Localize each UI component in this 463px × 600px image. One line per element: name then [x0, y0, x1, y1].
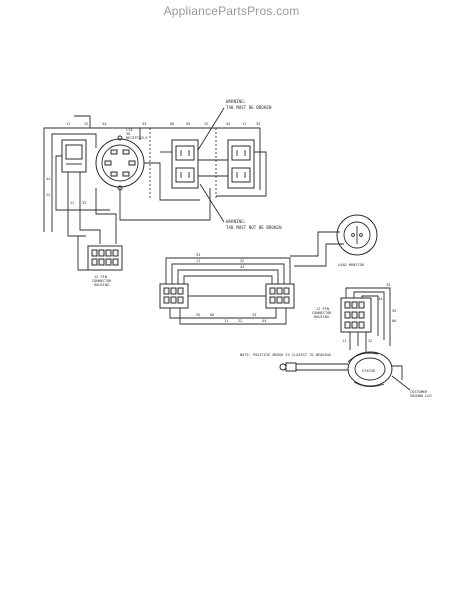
wire-label: 22	[204, 122, 208, 126]
connector-housing-left-label-3: HOUSING	[94, 283, 109, 287]
wire-label: 33	[142, 122, 146, 126]
receptacle-label-3: RECEPTACLE	[126, 136, 148, 140]
wire-label: 44	[378, 297, 382, 301]
ground-label-2: GROUND LUG	[410, 394, 432, 398]
receptacle-label-2: 30	[126, 132, 130, 136]
wire-label: 11	[342, 339, 346, 343]
note-text: NOTE: POSITIVE BRUSH IS CLOSEST TO BEARI…	[240, 353, 331, 357]
duplex-outlet-right	[227, 139, 255, 189]
warning-top-title: WARNING:	[226, 99, 246, 104]
wire-label: 11	[66, 122, 70, 126]
stator-label: STATOR	[362, 369, 376, 373]
wire-label: 11	[196, 259, 200, 263]
connector-housing-right-label-2: CONNECTOR	[312, 311, 332, 315]
wire-label: 55	[196, 313, 200, 317]
watermark-text: AppliancePartsPros.com	[163, 4, 300, 18]
wire-label: 22	[84, 122, 88, 126]
wire-label: 11	[224, 319, 228, 323]
load-monitor-label: LOAD MONITOR	[338, 263, 365, 267]
wire-label: 22	[368, 339, 372, 343]
connector-plug-right	[265, 283, 295, 309]
wire-label: 44	[46, 177, 50, 181]
connector-housing-right-label-1: 12 PIN	[316, 307, 329, 311]
warning-top-text: TAB MUST BE BROKEN	[226, 105, 272, 110]
wire-label: 33	[386, 283, 390, 287]
wire-label: 44	[226, 122, 230, 126]
brush-assembly	[279, 362, 348, 372]
connector-housing-left	[87, 245, 123, 271]
wire-label: 44	[102, 122, 106, 126]
wire-label: 22	[238, 319, 242, 323]
wire-label: 33	[82, 201, 86, 205]
wire-label: 33	[196, 253, 200, 257]
wire-label: 66	[170, 122, 174, 126]
wire-label: 22	[46, 193, 50, 197]
warning-bottom-title: WARNING:	[226, 219, 246, 224]
wire-label: 22	[240, 259, 244, 263]
wire-label: 66	[210, 313, 214, 317]
wire-label: 33	[256, 122, 260, 126]
connector-housing-right-label-3: HOUSING	[314, 315, 329, 319]
load-monitor	[336, 214, 378, 256]
wire-label: 44	[262, 319, 266, 323]
connector-housing-left-label-1: 12 PIN	[94, 275, 107, 279]
connector-wiring	[165, 257, 291, 325]
duplex-outlet-left	[171, 139, 199, 189]
stator	[347, 351, 393, 387]
wire-label: 66	[392, 319, 396, 323]
circuit-breaker	[61, 139, 87, 173]
wire-label: 11	[242, 122, 246, 126]
wire-label: 44	[240, 265, 244, 269]
warning-bottom-text: TAB MUST NOT BE BROKEN	[226, 225, 282, 230]
connector-housing-left-label-2: CONNECTOR	[92, 279, 112, 283]
connector-housing-right	[340, 297, 372, 333]
l14-30-receptacle	[95, 135, 145, 191]
ground-label-1: CUSTOMER	[410, 390, 428, 394]
receptacle-label-1: L14	[126, 128, 133, 132]
wire-label: 55	[392, 309, 396, 313]
top-wiring	[43, 115, 267, 244]
wire-label: 11	[70, 201, 74, 205]
right-wiring	[345, 287, 391, 352]
wire-label: 55	[186, 122, 190, 126]
connector-plug-left	[159, 283, 189, 309]
wire-label: 33	[252, 313, 256, 317]
